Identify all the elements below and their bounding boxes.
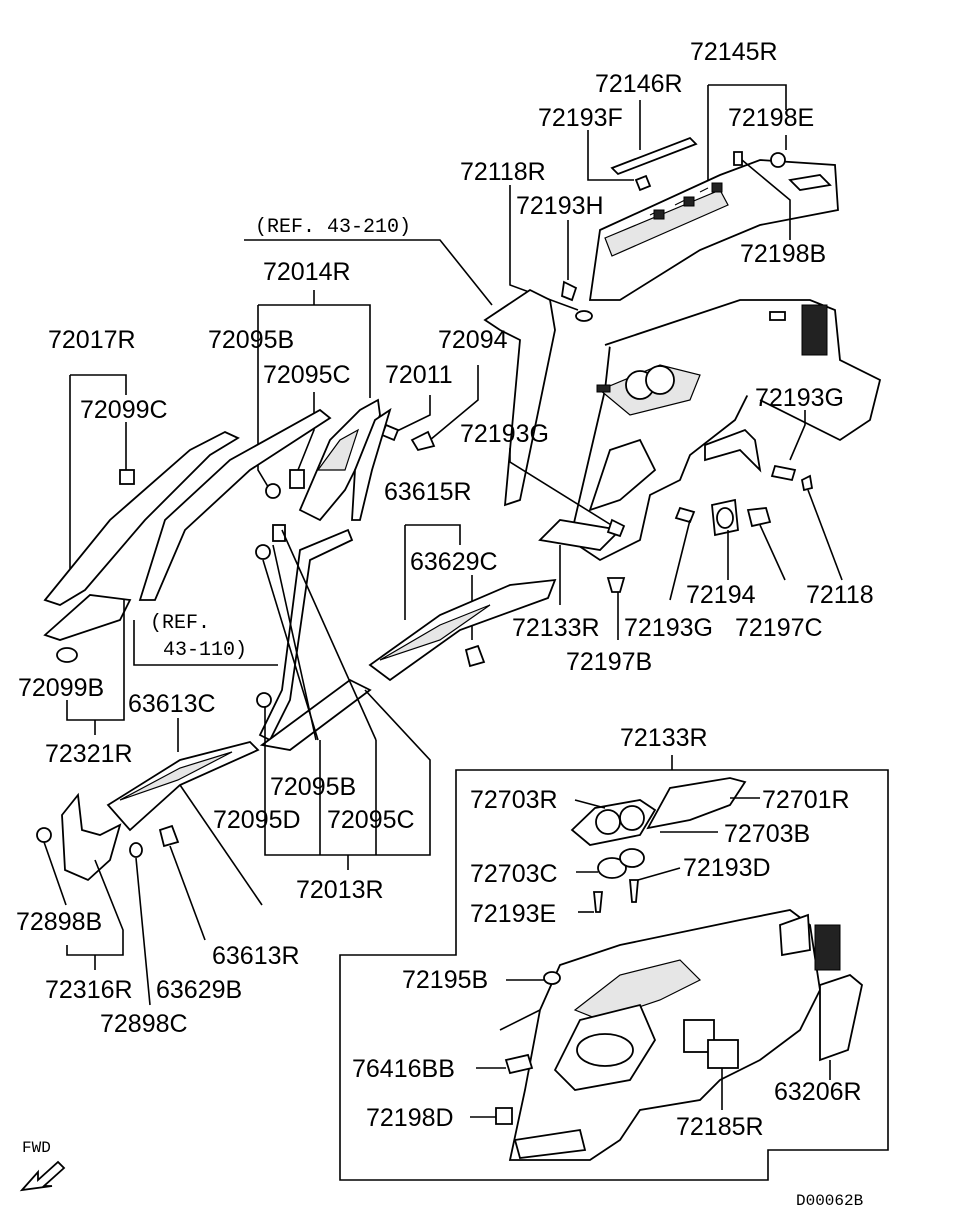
- label-72095D: 72095D: [213, 806, 301, 834]
- label-72099C: 72099C: [80, 396, 168, 424]
- ref-43-110-label-line1: (REF.: [150, 612, 210, 635]
- front-scuff-plate-63613R: [106, 718, 263, 941]
- label-72118: 72118: [806, 581, 874, 609]
- label-72014R: 72014R: [263, 258, 351, 286]
- label-63613R: 63613R: [212, 942, 300, 970]
- label-72193F: 72193F: [538, 104, 623, 132]
- label-63629B: 63629B: [156, 976, 242, 1004]
- label-72321R: 72321R: [45, 740, 133, 768]
- label-72133R-box: 72133R: [620, 724, 708, 752]
- label-72095B-low: 72095B: [270, 773, 356, 801]
- label-72316R: 72316R: [45, 976, 133, 1004]
- label-72898B: 72898B: [16, 908, 102, 936]
- ref-43-210-callout: [244, 239, 493, 306]
- forward-direction-arrow-icon: [19, 1160, 66, 1192]
- label-72198B: 72198B: [740, 240, 826, 268]
- label-72094: 72094: [438, 326, 508, 354]
- label-72703C: 72703C: [470, 860, 558, 888]
- label-72193G-low: 72193G: [624, 614, 713, 642]
- part-labels: 72145R 72146R 72193F 72198E 72118R 72193…: [16, 38, 874, 1210]
- diagram-code: D00062B: [796, 1192, 863, 1210]
- scuff-plate-63615R: [368, 524, 557, 682]
- label-63629C-top: 63629C: [410, 548, 498, 576]
- label-72197C: 72197C: [735, 614, 823, 642]
- label-72193G-right: 72193G: [755, 384, 844, 412]
- label-63613C: 63613C: [128, 690, 216, 718]
- label-72185R: 72185R: [676, 1113, 764, 1141]
- label-72193H: 72193H: [516, 192, 604, 220]
- fwd-label: FWD: [22, 1139, 51, 1157]
- label-72195B: 72195B: [402, 966, 488, 994]
- quarter-trim-72133R: [509, 299, 882, 640]
- label-72701R: 72701R: [762, 786, 850, 814]
- label-72099B: 72099B: [18, 674, 104, 702]
- label-72198E: 72198E: [728, 104, 814, 132]
- detail-box-72133R: [339, 755, 889, 1181]
- label-72095C-low: 72095C: [327, 806, 415, 834]
- ref-43-110-callout: [133, 620, 278, 666]
- label-72017R: 72017R: [48, 326, 136, 354]
- label-72133R-top: 72133R: [512, 614, 600, 642]
- label-72703R: 72703R: [470, 786, 558, 814]
- label-72118R: 72118R: [460, 158, 546, 186]
- center-pillar-trim-72014R: [257, 290, 431, 522]
- lower-pillar-trim-72013R: [255, 524, 431, 870]
- label-72703B: 72703B: [724, 820, 810, 848]
- label-72193D: 72193D: [683, 854, 771, 882]
- label-72011: 72011: [385, 361, 453, 389]
- label-72193E: 72193E: [470, 900, 556, 928]
- label-63206R: 63206R: [774, 1078, 862, 1106]
- label-72197B: 72197B: [566, 648, 652, 676]
- bracket-72321R: [66, 600, 125, 735]
- weatherstrip-72094: [410, 288, 556, 507]
- ref-43-210-label: (REF. 43-210): [255, 216, 411, 239]
- label-63615R: 63615R: [384, 478, 472, 506]
- label-72013R: 72013R: [296, 876, 384, 904]
- label-72095C-top: 72095C: [263, 361, 351, 389]
- kick-panel-72316R: [36, 792, 151, 1006]
- rear-upper-trim-assembly: [509, 84, 839, 322]
- ref-43-110-label-line2: 43-110): [163, 639, 247, 662]
- label-76416BB: 76416BB: [352, 1055, 455, 1083]
- label-72198D: 72198D: [366, 1104, 454, 1132]
- label-72146R: 72146R: [595, 70, 683, 98]
- label-72145R: 72145R: [690, 38, 778, 66]
- label-72898C: 72898C: [100, 1010, 188, 1038]
- label-72194: 72194: [686, 581, 756, 609]
- label-72193G-mid: 72193G: [460, 420, 549, 448]
- label-72095B-top: 72095B: [208, 326, 294, 354]
- front-pillar-trim-72017R: [43, 374, 332, 663]
